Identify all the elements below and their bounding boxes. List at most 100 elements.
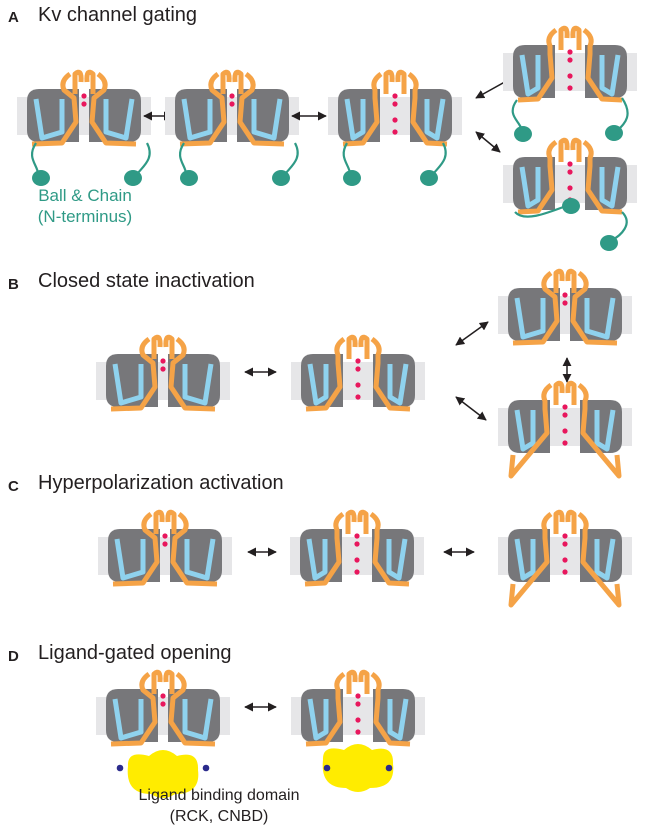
voltage-sensor-left <box>306 538 328 581</box>
ion-2 <box>562 428 568 434</box>
ball-0 <box>514 126 532 142</box>
panel-d-letter: D <box>8 648 19 665</box>
channel-c1 <box>98 509 232 587</box>
filter-loop-right <box>565 268 577 293</box>
filter-loop-right <box>570 137 582 162</box>
voltage-sensor-left <box>519 166 541 209</box>
ion-0 <box>567 49 573 55</box>
ion-2 <box>392 117 398 123</box>
ball-0 <box>32 170 50 186</box>
ball-1 <box>272 170 290 186</box>
ion-1 <box>562 541 568 547</box>
ball-chain-label: Ball & Chain (N-terminus) <box>18 185 152 227</box>
ion-0 <box>562 533 568 539</box>
pore-helix-right <box>577 382 622 479</box>
voltage-sensor-right <box>584 297 616 340</box>
channel-a1 <box>17 69 151 186</box>
channel-a5 <box>503 137 637 251</box>
ball-1 <box>420 170 438 186</box>
voltage-sensor-right <box>182 363 214 406</box>
pore-helix-left <box>517 27 558 103</box>
panel-d-title: Ligand-gated opening <box>38 642 232 664</box>
panel-b-title: Closed state inactivation <box>38 270 255 292</box>
voltage-sensor-left <box>112 363 144 406</box>
panel-c-title: Hyperpolarization activation <box>38 472 284 494</box>
voltage-sensor-left <box>114 538 146 581</box>
voltage-sensor-right <box>599 166 621 209</box>
channel-d1 <box>96 669 230 798</box>
ion-3 <box>562 569 568 575</box>
ball-1 <box>600 235 618 251</box>
channel-b1 <box>96 334 230 412</box>
pore-helix-right <box>370 671 411 747</box>
ion-3 <box>392 129 398 135</box>
voltage-sensor-left <box>519 54 541 97</box>
chain-0 <box>178 142 188 175</box>
arrow-b2-up <box>455 321 489 346</box>
panel-b-letter: B <box>8 276 19 293</box>
pore-helix-right <box>577 511 622 608</box>
filter-loop-right <box>165 509 177 534</box>
filter-loop-right <box>358 334 370 359</box>
ion-0 <box>229 93 235 99</box>
filter-loop-left <box>383 69 395 94</box>
ion-0 <box>160 358 166 364</box>
ball-0 <box>180 170 198 186</box>
pore-helix-right <box>370 336 411 412</box>
pore-helix-left <box>110 336 158 412</box>
pore-helix-right <box>237 71 285 147</box>
ion-1 <box>160 701 166 707</box>
filter-loop-left <box>553 509 565 534</box>
ion-1 <box>81 101 87 107</box>
ion-2 <box>355 382 361 388</box>
filter-loop-left <box>220 69 232 94</box>
voltage-sensor-right <box>184 538 216 581</box>
filter-loop-right <box>395 69 407 94</box>
ion-1 <box>567 169 573 175</box>
filter-loop-right <box>84 69 96 94</box>
pore-helix-left <box>508 511 553 608</box>
ball-chain-label-line2: (N-terminus) <box>37 207 133 226</box>
filter-loop-left <box>553 380 565 405</box>
channel-d2 <box>291 669 425 792</box>
ion-1 <box>355 366 361 372</box>
ball-0 <box>562 198 580 214</box>
ion-3 <box>355 394 361 400</box>
ion-1 <box>567 57 573 63</box>
pore-helix-right <box>168 336 216 412</box>
voltage-sensor-right <box>594 538 616 581</box>
pore-helix-left <box>508 382 553 479</box>
panel-a-letter: A <box>8 9 19 26</box>
voltage-sensor-right <box>182 698 214 741</box>
filter-loop-left <box>153 509 165 534</box>
filter-loop-left <box>151 334 163 359</box>
channel-a4 <box>503 25 637 142</box>
chain-0 <box>30 142 40 175</box>
voltage-sensor-left <box>307 363 329 406</box>
ball-chain-label-line1: Ball & Chain <box>38 186 132 205</box>
ball-1 <box>124 170 142 186</box>
channel-c2 <box>290 509 424 587</box>
filter-loop-left <box>345 509 357 534</box>
pore-helix-right <box>170 511 218 587</box>
ion-0 <box>392 93 398 99</box>
ion-1 <box>229 101 235 107</box>
ion-1 <box>392 101 398 107</box>
ion-1 <box>355 701 361 707</box>
panel-a-title: Kv channel gating <box>38 4 198 26</box>
ion-1 <box>354 541 360 547</box>
filter-loop-right <box>357 509 369 534</box>
ion-2 <box>354 557 360 563</box>
filter-loop-right <box>565 509 577 534</box>
ion-0 <box>562 404 568 410</box>
ion-3 <box>562 440 568 446</box>
ion-1 <box>562 300 568 306</box>
ligand-binding-domain <box>127 750 199 798</box>
ion-3 <box>567 85 573 91</box>
ion-0 <box>81 93 87 99</box>
voltage-sensor-right <box>387 698 409 741</box>
voltage-sensor-left <box>112 698 144 741</box>
voltage-sensor-left <box>514 409 536 452</box>
chain-1 <box>616 97 629 132</box>
ligand-binding-domain <box>322 744 394 792</box>
